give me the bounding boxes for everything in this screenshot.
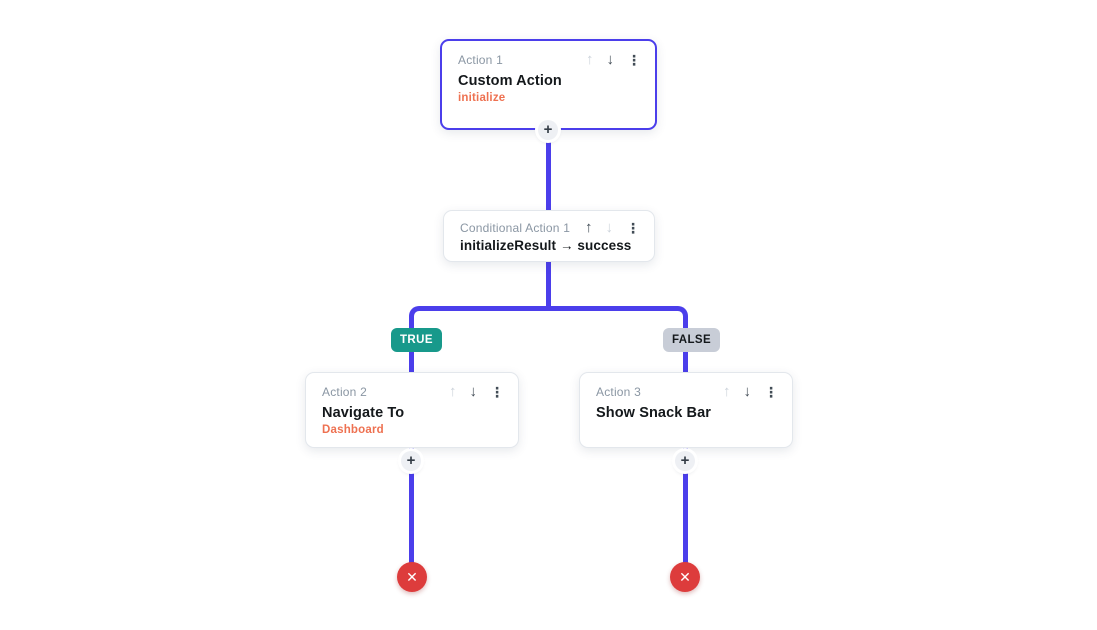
node-label: Conditional Action 1: [460, 220, 571, 235]
more-menu-icon[interactable]: ⋮: [764, 383, 778, 400]
move-up-icon[interactable]: ↑: [586, 51, 594, 68]
node-header: Conditional Action 1 ↑ ↓ ⋮: [460, 220, 640, 235]
node-action-2[interactable]: Action 2 ↑ ↓ ⋮ Navigate To Dashboard: [305, 372, 519, 448]
node-header: Action 3 ↑ ↓ ⋮: [596, 384, 778, 399]
node-header: Action 2 ↑ ↓ ⋮: [322, 384, 504, 399]
move-up-icon[interactable]: ↑: [449, 383, 457, 400]
node-action-1[interactable]: Action 1 ↑ ↓ ⋮ Custom Action initialize: [440, 39, 657, 130]
move-down-icon[interactable]: ↓: [605, 219, 614, 236]
connector-false-out: [683, 448, 688, 564]
node-title: initializeResult → success: [460, 238, 632, 253]
node-title: Custom Action: [458, 73, 562, 89]
move-down-icon[interactable]: ↓: [606, 51, 615, 68]
node-label: Action 3: [596, 384, 641, 399]
terminate-button-true[interactable]: ✕: [397, 562, 427, 592]
node-subtitle: initialize: [458, 92, 506, 104]
add-action-button-1[interactable]: +: [538, 120, 558, 140]
node-label: Action 2: [322, 384, 367, 399]
node-toolbar: ↑ ↓ ⋮: [723, 384, 778, 399]
more-menu-icon[interactable]: ⋮: [627, 51, 641, 68]
node-action-3[interactable]: Action 3 ↑ ↓ ⋮ Show Snack Bar: [579, 372, 793, 448]
node-subtitle: Dashboard: [322, 424, 384, 436]
move-down-icon[interactable]: ↓: [469, 383, 478, 400]
move-up-icon[interactable]: ↑: [723, 383, 731, 400]
more-menu-icon[interactable]: ⋮: [490, 383, 504, 400]
connector-true-out: [409, 448, 414, 564]
move-up-icon[interactable]: ↑: [585, 219, 593, 236]
node-title: Show Snack Bar: [596, 405, 712, 421]
true-branch-badge: TRUE: [391, 328, 442, 352]
terminate-button-false[interactable]: ✕: [670, 562, 700, 592]
connector-top: [546, 125, 551, 211]
node-toolbar: ↑ ↓ ⋮: [586, 52, 641, 67]
move-down-icon[interactable]: ↓: [743, 383, 752, 400]
add-action-button-2[interactable]: +: [401, 451, 421, 471]
false-branch-badge: FALSE: [663, 328, 721, 352]
connector-branch: [409, 306, 688, 372]
connector-conditional-out: [546, 260, 551, 308]
add-action-button-3[interactable]: +: [675, 451, 695, 471]
node-header: Action 1 ↑ ↓ ⋮: [458, 52, 641, 67]
node-label: Action 1: [458, 52, 503, 67]
node-toolbar: ↑ ↓ ⋮: [449, 384, 504, 399]
node-title: Navigate To: [322, 405, 405, 421]
more-menu-icon[interactable]: ⋮: [626, 219, 640, 236]
node-conditional-1[interactable]: Conditional Action 1 ↑ ↓ ⋮ initializeRes…: [443, 210, 655, 262]
node-toolbar: ↑ ↓ ⋮: [585, 220, 640, 235]
